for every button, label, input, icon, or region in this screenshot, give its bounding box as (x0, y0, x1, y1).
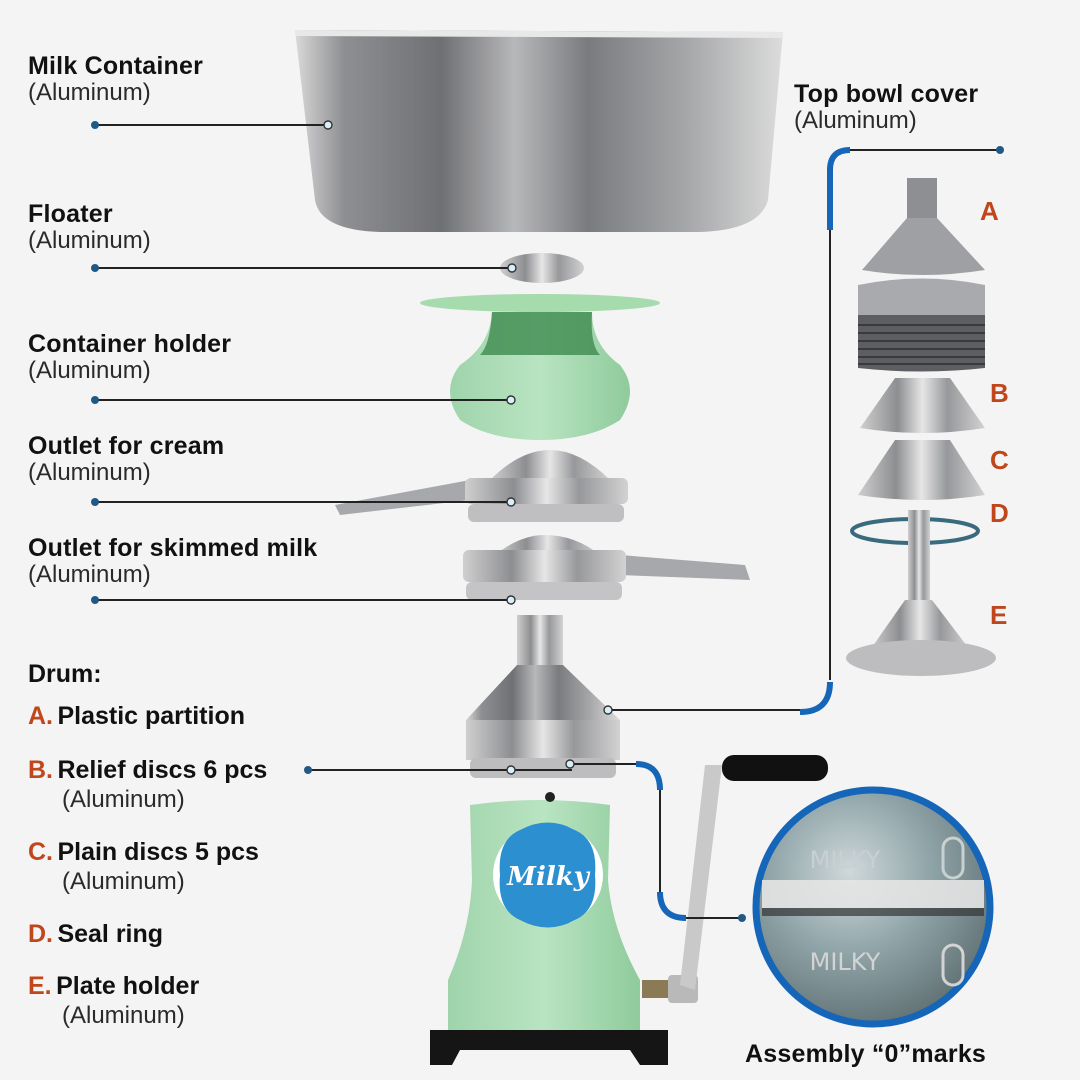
label-title: Outlet for skimmed milk (28, 534, 318, 562)
plate-holder-image (846, 510, 996, 676)
item-name: Plain discs 5 pcs (57, 838, 259, 866)
part-letter-e: E (990, 600, 1008, 630)
label-floater: Floater (Aluminum) (28, 200, 151, 254)
label-title: Top bowl cover (794, 80, 979, 108)
drum-item-a: A. Plastic partition (28, 702, 245, 731)
item-letter: B. (28, 756, 53, 784)
label-title: Container holder (28, 330, 232, 358)
outlet-cream-image (335, 450, 628, 522)
label-outlet-skimmed-milk: Outlet for skimmed milk (Aluminum) (28, 534, 317, 588)
floater-image (500, 253, 584, 283)
label-title: Assembly “0”marks (745, 1040, 987, 1068)
engraving-top: MILKY (810, 846, 881, 874)
leader-dots (91, 120, 1004, 922)
part-letter-c: C (990, 445, 1009, 475)
item-name: Plate holder (56, 972, 200, 1000)
outlet-skimmed-milk-image (463, 535, 750, 600)
part-letter-b: B (990, 378, 1009, 408)
plain-disc-image (858, 440, 985, 500)
label-top-bowl-cover: Top bowl cover (Aluminum) (794, 80, 978, 134)
item-material: (Aluminum) (62, 868, 185, 895)
item-letter: C. (28, 838, 53, 866)
item-letter: D. (28, 920, 53, 948)
milky-logo: Milky (506, 862, 591, 892)
container-holder-image (420, 294, 660, 440)
label-title: Floater (28, 200, 113, 228)
drum-heading-text: Drum: (28, 660, 102, 688)
item-name: Relief discs 6 pcs (57, 756, 268, 784)
part-letter-a: A (980, 196, 999, 226)
relief-disc-image (860, 378, 985, 433)
label-title: Outlet for cream (28, 432, 225, 460)
drum-image (466, 615, 620, 778)
drum-item-e: E. Plate holder (28, 972, 199, 1001)
label-material: (Aluminum) (28, 227, 151, 254)
plastic-partition-image (858, 178, 985, 372)
blue-connector-curves (635, 147, 851, 921)
label-material: (Aluminum) (28, 459, 151, 486)
label-title: Milk Container (28, 52, 204, 80)
label-material: (Aluminum) (28, 561, 151, 588)
item-name: Plastic partition (57, 702, 245, 730)
drum-item-d: D. Seal ring (28, 920, 163, 949)
part-letter-d: D (990, 498, 1009, 528)
drum-item-c: C. Plain discs 5 pcs (28, 838, 259, 867)
label-material: (Aluminum) (28, 357, 151, 384)
label-material: (Aluminum) (794, 107, 917, 134)
label-container-holder: Container holder (Aluminum) (28, 330, 231, 384)
item-name: Seal ring (57, 920, 164, 948)
label-material: (Aluminum) (28, 79, 151, 106)
drum-heading: Drum: (28, 660, 102, 689)
label-milk-container: Milk Container (Aluminum) (28, 52, 203, 106)
engraving-bottom: MILKY (810, 948, 881, 976)
item-material: (Aluminum) (62, 786, 185, 813)
assembly-marks-magnifier: MILKY MILKY (752, 786, 994, 1028)
leader-lines (95, 124, 1000, 919)
item-letter: A. (28, 702, 53, 730)
drum-item-b: B. Relief discs 6 pcs (28, 756, 267, 785)
separator-base-image: Milky (430, 755, 828, 1065)
item-material: (Aluminum) (62, 1002, 185, 1029)
label-assembly-marks: Assembly “0”marks (745, 1040, 986, 1068)
item-letter: E. (28, 972, 52, 1000)
label-outlet-cream: Outlet for cream (Aluminum) (28, 432, 224, 486)
milk-container-image (295, 30, 783, 232)
